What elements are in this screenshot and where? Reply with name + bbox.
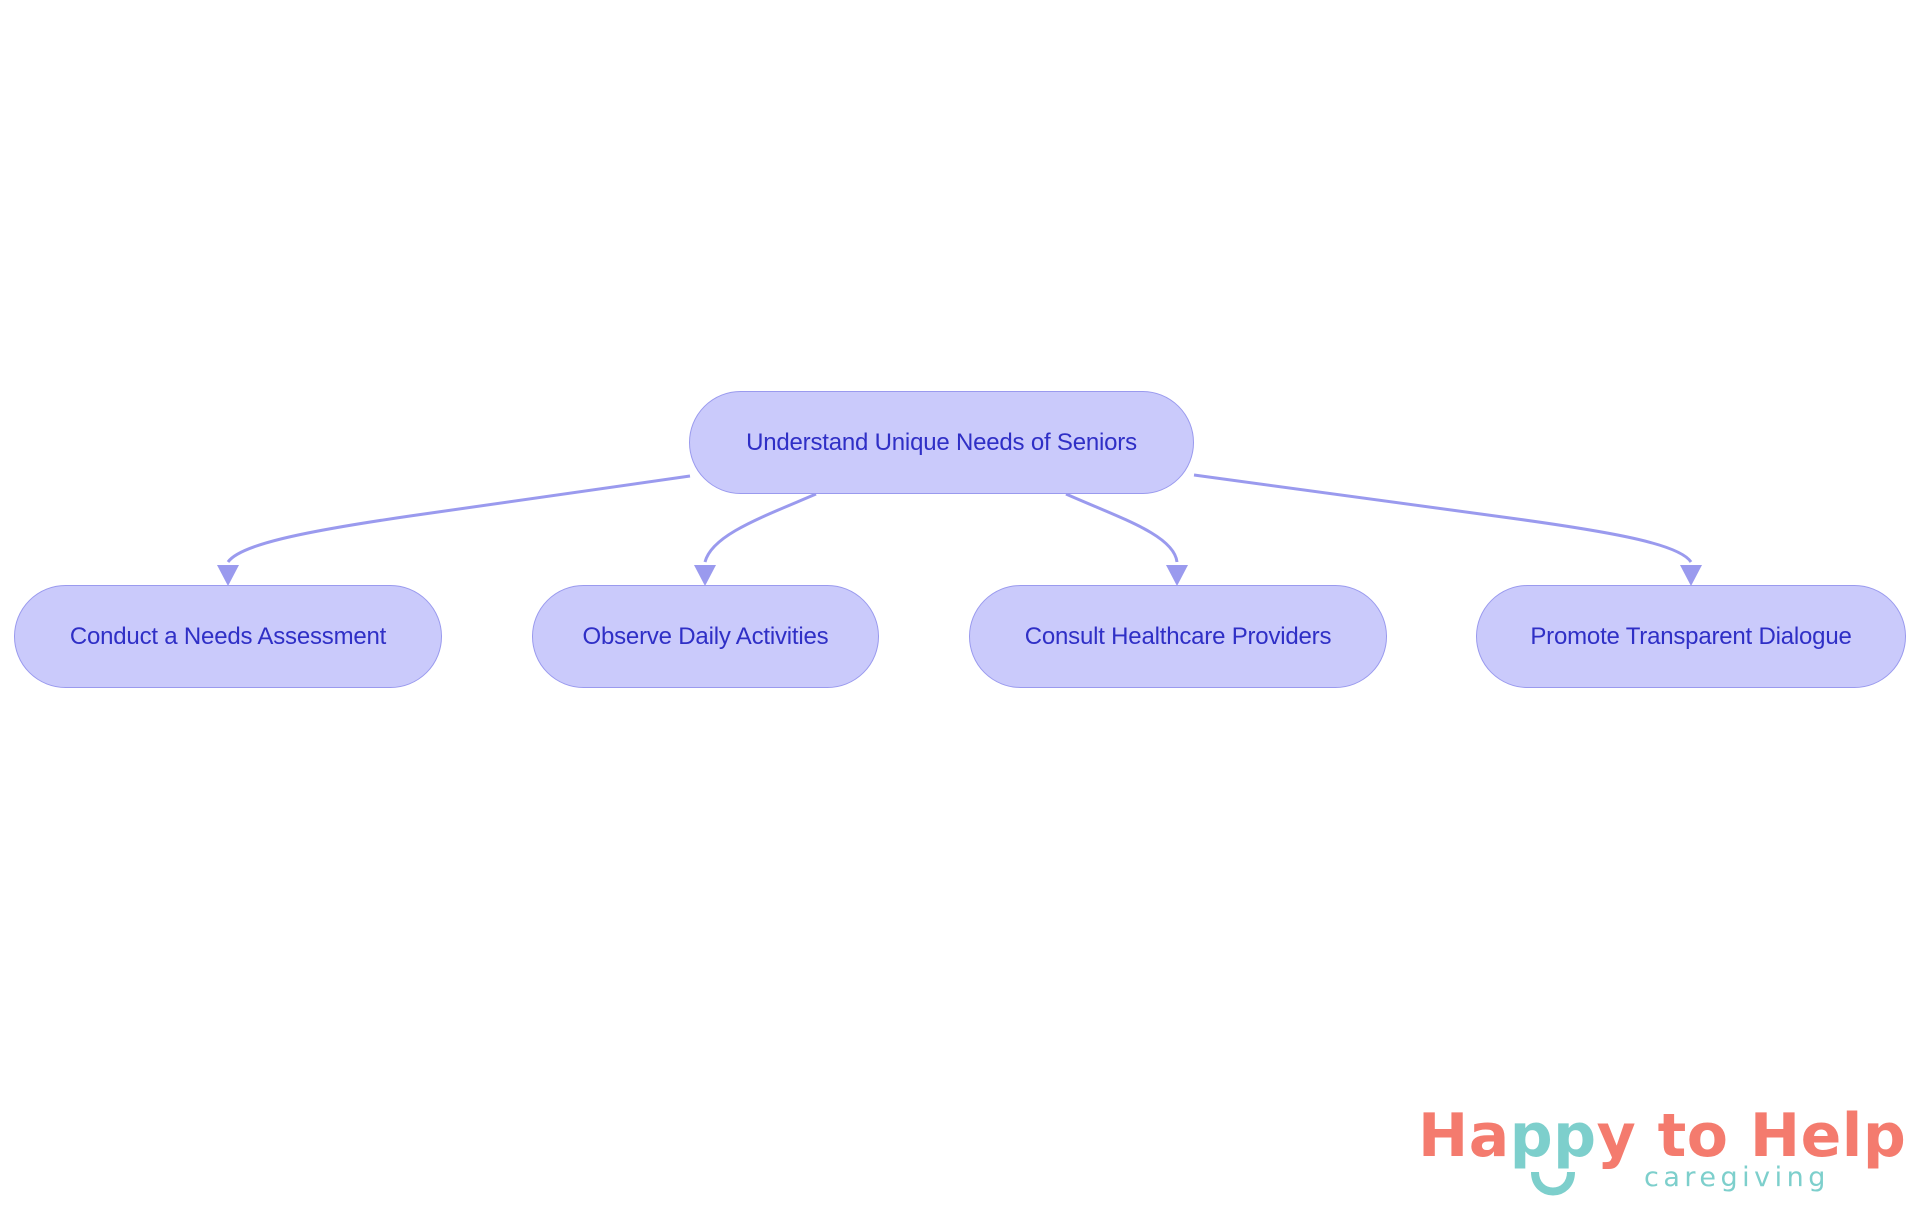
arrow-head-icon bbox=[1166, 565, 1188, 586]
edge-root-to-healthcare-providers bbox=[1065, 492, 1179, 563]
arrow-head-icon bbox=[694, 565, 716, 586]
edge-root-to-daily-activities bbox=[703, 492, 817, 563]
node-label: Promote Transparent Dialogue bbox=[1530, 622, 1852, 650]
node-transparent-dialogue[interactable]: Promote Transparent Dialogue bbox=[1476, 585, 1906, 688]
node-needs-assessment[interactable]: Conduct a Needs Assessment bbox=[14, 585, 442, 688]
node-healthcare-providers[interactable]: Consult Healthcare Providers bbox=[969, 585, 1387, 688]
logo-text-ha: Ha bbox=[1418, 1101, 1510, 1171]
edge-root-to-needs-assessment bbox=[226, 474, 691, 563]
brand-logo: Happy to Help caregiving bbox=[1418, 1100, 1906, 1210]
logo-tagline: caregiving bbox=[1644, 1162, 1830, 1193]
root-node-label: Understand Unique Needs of Seniors bbox=[746, 428, 1137, 456]
logo-text-pp: pp bbox=[1509, 1101, 1597, 1171]
edge-root-to-transparent-dialogue bbox=[1193, 473, 1693, 563]
node-label: Conduct a Needs Assessment bbox=[69, 622, 387, 650]
node-label: Observe Daily Activities bbox=[582, 622, 829, 650]
smile-icon bbox=[1531, 1171, 1575, 1196]
logo-wordmark: Happy to Help bbox=[1418, 1100, 1906, 1172]
arrow-head-icon bbox=[217, 565, 239, 586]
node-daily-activities[interactable]: Observe Daily Activities bbox=[532, 585, 879, 688]
logo-text-rest: y to Help bbox=[1596, 1101, 1907, 1171]
node-label: Consult Healthcare Providers bbox=[1024, 622, 1332, 650]
arrow-head-icon bbox=[1680, 565, 1702, 586]
root-node[interactable]: Understand Unique Needs of Seniors bbox=[689, 391, 1194, 494]
